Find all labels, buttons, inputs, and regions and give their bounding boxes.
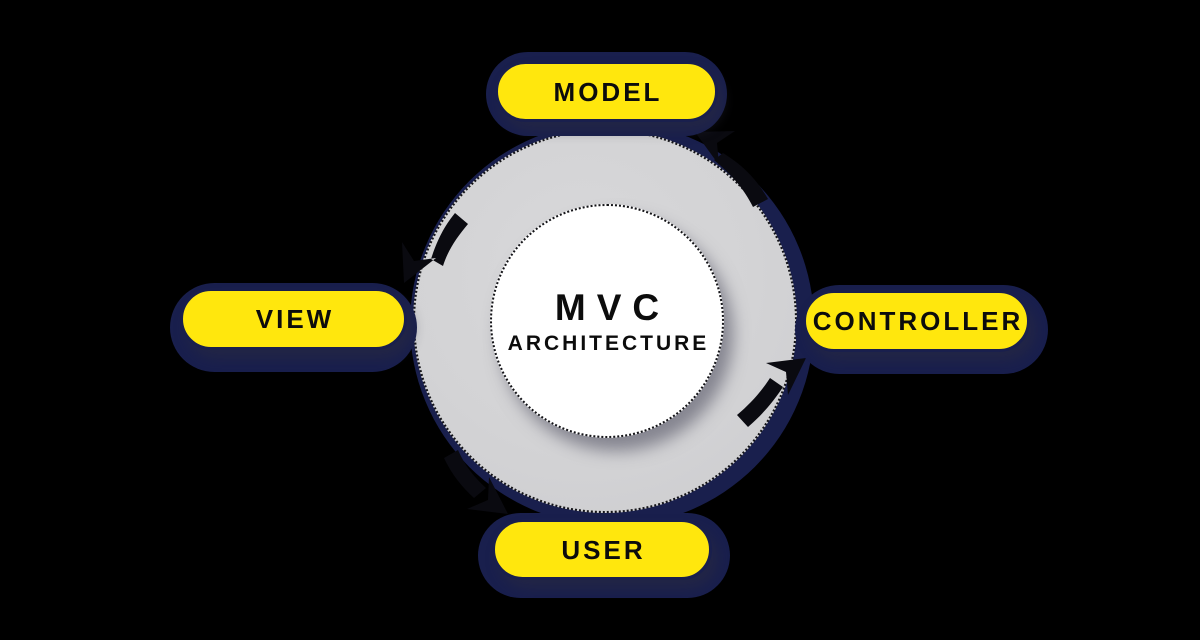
node-controller: CONTROLLER [803,290,1030,352]
node-model-label: MODEL [553,76,663,107]
node-controller-label: CONTROLLER [812,306,1024,336]
node-view: VIEW [180,288,407,350]
node-model: MODEL [495,61,718,122]
node-user: USER [492,519,712,580]
node-view-label: VIEW [255,304,335,334]
center-subtitle: ARCHITECTURE [507,331,710,355]
node-user-label: USER [561,534,646,565]
center-title: MVC [554,286,671,328]
center-circle: MVC ARCHITECTURE [490,204,724,438]
